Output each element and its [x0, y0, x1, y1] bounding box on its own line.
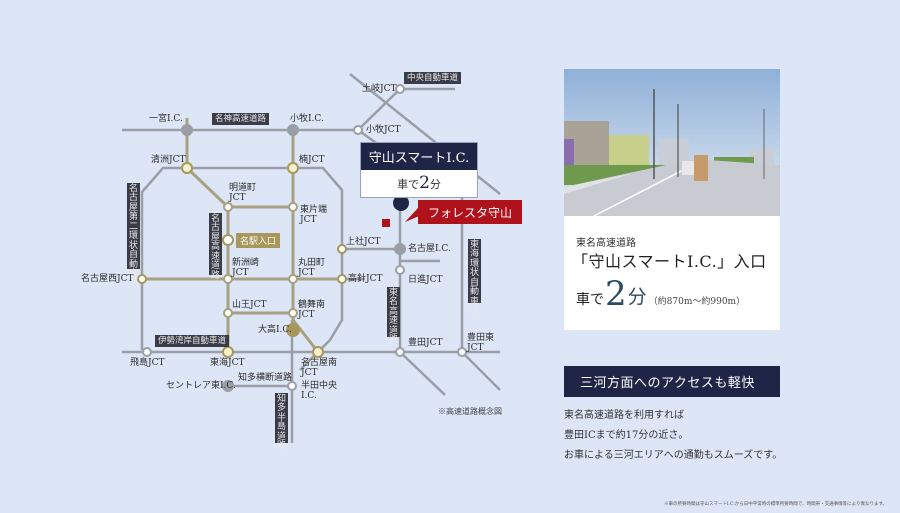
- card-title: 「守山スマートI.C.」入口: [572, 252, 767, 271]
- time-unit: 分: [429, 178, 441, 191]
- label-shinsu-jct: 新洲崎 JCT: [232, 258, 260, 279]
- time-prefix: 車で: [397, 178, 420, 191]
- access-description: 東名高速道路を利用すれば 豊田ICまで約17分の近さ。 お車による三河エリアへの…: [564, 406, 782, 466]
- smart-ic-info-card: 東名高速道路 「守山スマートI.C.」入口 車で 2 分 （約870m～約990…: [564, 216, 780, 330]
- label-toyota-higashi-jct: 豊田東 JCT: [467, 333, 495, 354]
- label-marutamachi-jct: 丸田町 JCT: [298, 258, 326, 279]
- label-nagoya-ic: 名古屋I.C.: [408, 244, 451, 254]
- time-number: 2: [419, 173, 430, 193]
- description-line: 豊田ICまで約17分の近さ。: [564, 430, 689, 441]
- label-odaka-ic: 大高I.C.: [258, 325, 292, 335]
- label-nagoya-nishi-jct: 名古屋西JCT: [81, 274, 134, 284]
- description-line: 東名高速道路を利用すれば: [564, 410, 684, 421]
- label-higashikataha-jct: 東片端 JCT: [300, 205, 328, 226]
- road-label-isewangan: 伊勢湾岸自動車道: [155, 335, 230, 348]
- label-toki-jct: 土岐JCT: [362, 84, 397, 94]
- road-label-chita-odan: 知多横断道路: [238, 373, 293, 383]
- highway-map: 名神高速道路 中央自動車道 名古屋第二環状自動車道 名古屋高速道路 東名高速道路…: [81, 72, 522, 452]
- label-tsurumaiminami-jct: 鶴舞南 JCT: [298, 300, 326, 321]
- label-nisshin-jct: 日進JCT: [408, 275, 443, 285]
- label-ichinomiya-ic: 一宮I.C.: [149, 114, 183, 124]
- card-time-unit: 分: [627, 286, 647, 308]
- moriyama-ic-time: 車で2分: [361, 170, 477, 197]
- label-toyota-jct: 豊田JCT: [408, 338, 443, 348]
- map-note: ※高速道路概念図: [438, 407, 502, 416]
- smart-ic-entrance-photo: [564, 69, 780, 216]
- description-line: お車による三河エリアへの通勤もスムーズです。: [564, 450, 783, 461]
- label-tobishima-jct: 飛島JCT: [130, 358, 165, 368]
- label-nagoya-minami-jct: 名古屋南 JCT: [301, 358, 338, 379]
- mikawa-access-banner: 三河方面へのアクセスも軽快: [564, 366, 780, 397]
- label-centrair-higashi-ic: セントレア東I.C.: [166, 381, 236, 391]
- highway-network-lines: [122, 73, 501, 443]
- road-label-meishin: 名神高速道路: [212, 113, 270, 126]
- moriyama-ic-title: 守山スマートI.C.: [361, 143, 477, 170]
- label-sanno-jct: 山王JCT: [232, 300, 267, 310]
- road-label-tomei: 東名高速道路: [387, 287, 400, 346]
- label-komaki-jct: 小牧JCT: [366, 125, 401, 135]
- road-label-nagoya-ring2: 名古屋第二環状自動車道: [127, 183, 140, 289]
- label-kiyosu-jct: 清洲JCT: [151, 155, 186, 165]
- property-marker: [382, 219, 390, 227]
- card-distance: （約870m～約990m）: [648, 297, 746, 307]
- road-label-chita-hanto: 知多半島道路: [275, 393, 288, 452]
- road-label-chuo: 中央自動車道: [404, 72, 462, 85]
- label-myodocho-jct: 明道町 JCT: [229, 183, 257, 204]
- label-handa-chuo-ic: 半田中央 I.C.: [301, 381, 338, 402]
- road-photo-illustration: [564, 69, 780, 216]
- card-time-number: 2: [605, 274, 627, 314]
- label-tokai-jct: 東海JCT: [210, 358, 245, 368]
- card-time-prefix: 車で: [576, 292, 604, 308]
- card-subtitle: 東名高速道路: [576, 238, 636, 249]
- meieki-entrance-label: 名駅入口: [236, 233, 281, 248]
- property-label: フォレスタ守山: [418, 200, 522, 224]
- label-komaki-ic: 小牧I.C.: [290, 114, 324, 124]
- label-kamiyashiro-jct: 上社JCT: [346, 237, 381, 247]
- footnote: ※車の所要時間は守山スマートI.C.から日中平常時の標準所要時間で、時間帯・交通…: [664, 502, 888, 507]
- card-travel-time: 車で 2 分 （約870m～約990m）: [576, 274, 746, 314]
- label-takabari-jct: 高針JCT: [348, 274, 383, 284]
- road-label-nagoya-expressway: 名古屋高速道路: [209, 213, 222, 281]
- label-kusu-jct: 楠JCT: [299, 155, 325, 165]
- moriyama-smart-ic-box: 守山スマートI.C. 車で2分: [360, 142, 478, 198]
- road-label-tokai-ring: 東海環状自動車道: [468, 239, 481, 317]
